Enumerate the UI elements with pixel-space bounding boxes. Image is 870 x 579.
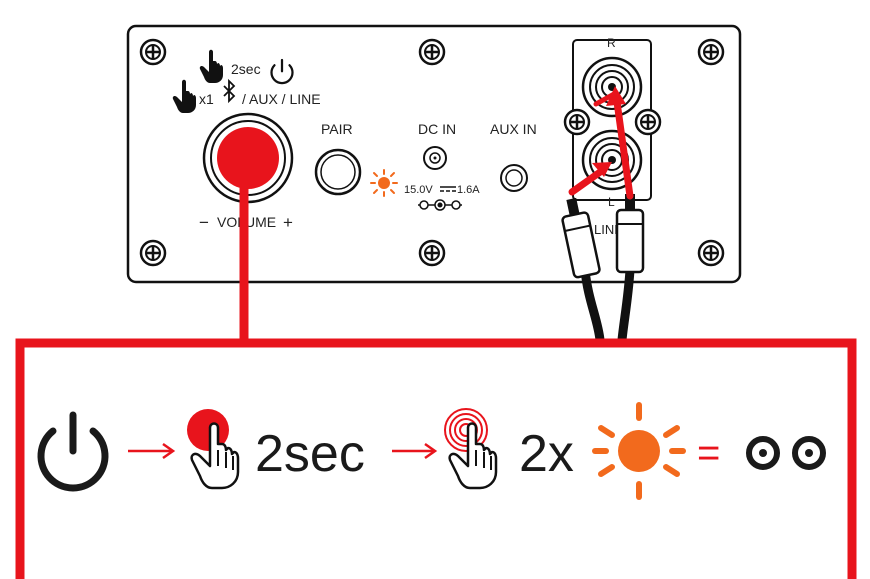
panel-mode-text: / AUX / LINE bbox=[242, 91, 321, 107]
aux-in-label: AUX IN bbox=[490, 121, 537, 137]
polarity-icon bbox=[418, 199, 462, 211]
dc-in-jack[interactable] bbox=[423, 146, 447, 170]
volume-minus-label: − bbox=[199, 213, 209, 232]
press-highlight bbox=[217, 127, 279, 189]
screw-icon bbox=[418, 38, 446, 66]
paired-speakers-icon bbox=[746, 436, 826, 470]
blinking-led-icon bbox=[592, 402, 686, 500]
line-right-label: R bbox=[607, 36, 616, 50]
line-left-label: L bbox=[608, 195, 615, 209]
screw-icon bbox=[418, 239, 446, 267]
dc-symbol-icon bbox=[440, 186, 456, 192]
screw-icon bbox=[139, 239, 167, 267]
insert-arrows bbox=[568, 86, 634, 200]
panel-hold-duration: 2sec bbox=[231, 61, 261, 77]
bluetooth-icon bbox=[223, 78, 236, 104]
screw-icon bbox=[563, 108, 591, 136]
screw-icon bbox=[139, 38, 167, 66]
dc-in-label: DC IN bbox=[418, 121, 456, 137]
power-spec: 15.0V bbox=[404, 184, 433, 196]
arrow-icon bbox=[128, 442, 176, 460]
screw-icon bbox=[634, 108, 662, 136]
status-led-icon bbox=[370, 169, 398, 197]
pair-button[interactable] bbox=[314, 148, 362, 196]
step-power-icon bbox=[37, 411, 109, 492]
rca-right-jack[interactable] bbox=[581, 56, 643, 118]
tap-hand-icon bbox=[448, 422, 498, 490]
arrow-icon bbox=[392, 442, 438, 460]
screw-icon bbox=[697, 38, 725, 66]
volume-plus-label: + bbox=[283, 213, 293, 232]
step-tap-text: 2x bbox=[519, 425, 574, 483]
callout-frame bbox=[15, 185, 857, 579]
current-spec: 1.6A bbox=[457, 184, 480, 196]
panel-tap-count: x1 bbox=[199, 91, 214, 107]
screw-icon bbox=[697, 239, 725, 267]
aux-in-jack[interactable] bbox=[500, 164, 528, 192]
step-hold-text: 2sec bbox=[255, 425, 365, 483]
rca-cables bbox=[561, 194, 645, 345]
equals-sign: = bbox=[697, 431, 720, 475]
pair-label: PAIR bbox=[321, 121, 353, 137]
